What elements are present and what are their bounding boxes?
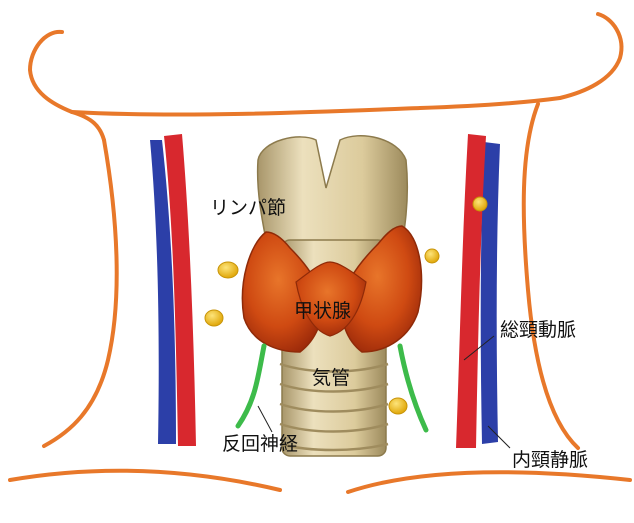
leader-line-nerve <box>258 406 272 432</box>
outline-left-shoulder <box>30 32 104 140</box>
outline-bottom-right <box>348 472 630 492</box>
outline-top <box>72 98 560 115</box>
lymph-node-label: リンパ節 <box>210 197 286 219</box>
outline-bottom-left <box>10 471 280 490</box>
right-vessels <box>456 134 500 448</box>
lymph-node <box>205 310 223 326</box>
outline-right-side <box>524 104 578 448</box>
right-recurrent-laryngeal-nerve <box>400 346 426 430</box>
common-carotid-artery-label: 総頸動脈 <box>500 319 576 341</box>
outline-right-shoulder <box>560 14 621 98</box>
outline-left-side <box>44 140 117 446</box>
lymph-node <box>473 197 487 211</box>
recurrent-laryngeal-nerve-label: 反回神経 <box>222 433 298 455</box>
internal-jugular-vein-label: 内頸静脈 <box>512 449 588 471</box>
lymph-node <box>218 262 238 278</box>
trachea-label: 気管 <box>312 367 350 389</box>
larynx-cartilage <box>258 136 408 250</box>
lymph-node <box>389 398 407 414</box>
left-vessels <box>150 134 196 446</box>
thyroid-label: 甲状腺 <box>294 300 351 322</box>
left-recurrent-laryngeal-nerve <box>238 346 264 426</box>
lymph-node <box>425 249 439 263</box>
right-internal-jugular-vein <box>481 142 500 444</box>
